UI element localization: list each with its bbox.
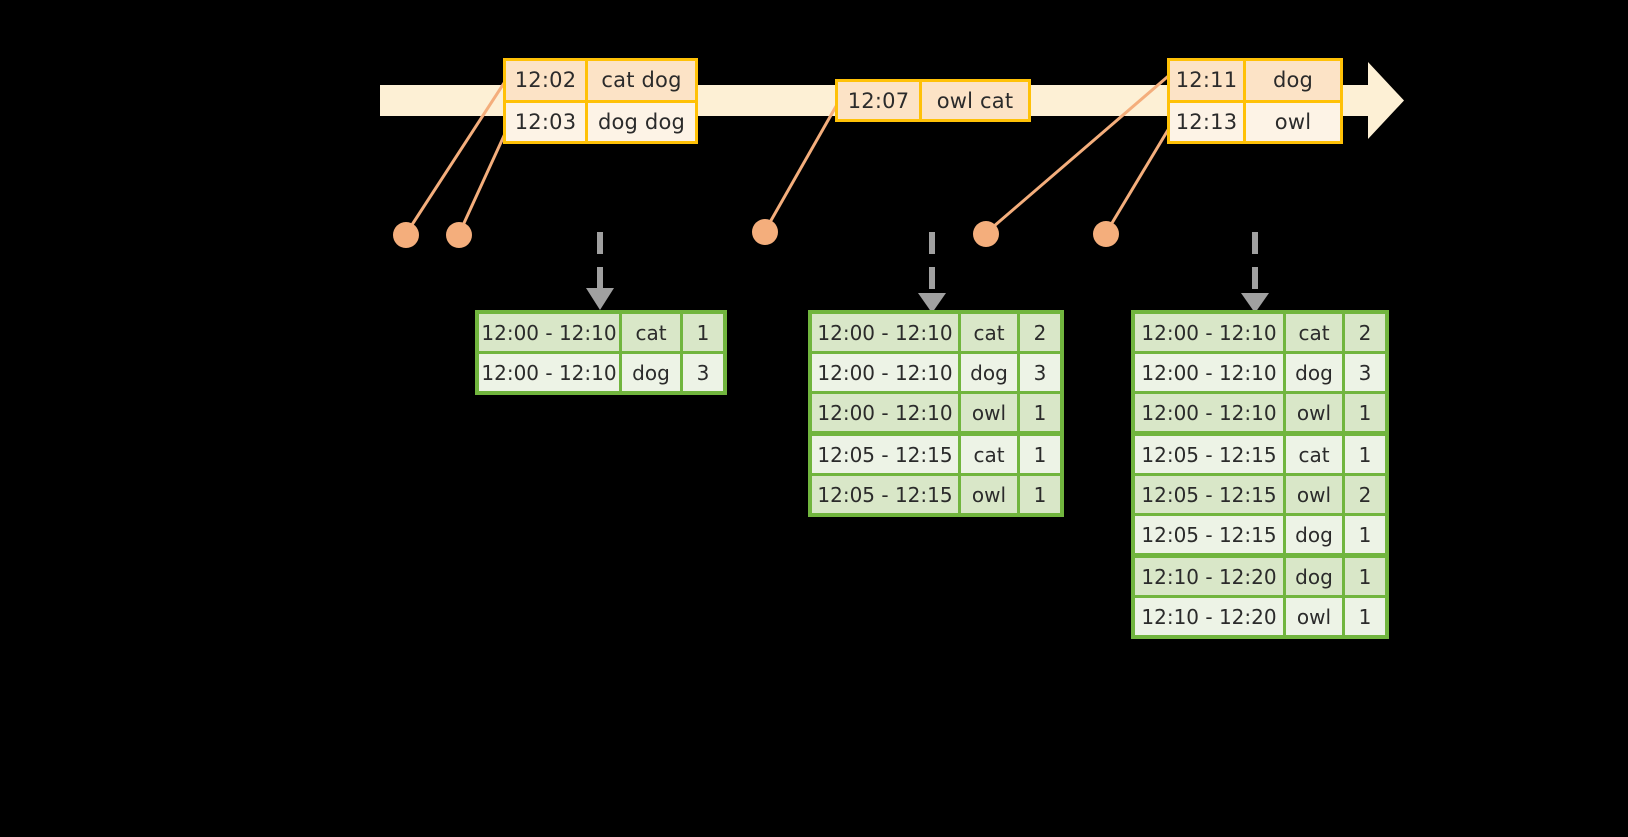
cell-key: cat — [1286, 436, 1342, 473]
cell-key: dog — [1286, 354, 1342, 391]
result-table-1[interactable]: 12:00 - 12:10 cat 1 12:00 - 12:10 dog 3 — [475, 310, 727, 395]
result-table-2[interactable]: 12:00 - 12:10 cat 2 12:00 - 12:10 dog 3 … — [808, 310, 1064, 517]
cell-window: 12:10 - 12:20 — [1135, 558, 1283, 595]
cell-key: dog — [1286, 516, 1342, 553]
cell-window: 12:00 - 12:10 — [479, 314, 619, 351]
table-row[interactable]: 12:00 - 12:10 cat 2 — [1135, 314, 1385, 351]
cell-key: dog — [1286, 558, 1342, 595]
table-row[interactable]: 12:00 - 12:10 cat 2 — [812, 314, 1060, 351]
cell-window: 12:00 - 12:10 — [812, 394, 958, 431]
event-time: 12:07 — [838, 82, 922, 119]
cell-key: owl — [961, 394, 1017, 431]
cell-count: 1 — [1020, 476, 1060, 513]
cell-count: 3 — [1345, 354, 1385, 391]
cell-count: 1 — [1020, 394, 1060, 431]
events-group-3[interactable]: 12:11 dog 12:13 owl — [1167, 58, 1343, 144]
event-value: owl — [1274, 109, 1312, 134]
cell-count: 2 — [1345, 314, 1385, 351]
table-row[interactable]: 12:05 - 12:15 cat 1 — [1135, 436, 1385, 473]
cell-key: owl — [1286, 476, 1342, 513]
event-row[interactable]: 12:07 owl cat — [838, 82, 1028, 119]
cell-count: 3 — [683, 354, 723, 391]
cell-count: 1 — [1345, 436, 1385, 473]
cell-window: 12:05 - 12:15 — [1135, 516, 1283, 553]
event-row[interactable]: 12:11 dog — [1170, 61, 1340, 100]
cell-window: 12:00 - 12:10 — [479, 354, 619, 391]
event-value: dog — [1272, 68, 1314, 93]
events-group-1[interactable]: 12:02 cat dog 12:03 dog dog — [503, 58, 698, 144]
cell-window: 12:00 - 12:10 — [1135, 394, 1283, 431]
table-row[interactable]: 12:00 - 12:10 dog 3 — [812, 354, 1060, 391]
cell-count: 1 — [1020, 436, 1060, 473]
cell-count: 2 — [1020, 314, 1060, 351]
cell-window: 12:00 - 12:10 — [812, 354, 958, 391]
event-value: dog dog — [597, 109, 686, 134]
cell-count: 1 — [1345, 516, 1385, 553]
table-row[interactable]: 12:05 - 12:15 owl 1 — [812, 476, 1060, 513]
event-value: owl cat — [936, 88, 1014, 113]
cell-key: owl — [1286, 394, 1342, 431]
cell-count: 2 — [1345, 476, 1385, 513]
events-group-2[interactable]: 12:07 owl cat — [835, 79, 1031, 122]
cell-count: 1 — [683, 314, 723, 351]
cell-window: 12:05 - 12:15 — [1135, 436, 1283, 473]
cell-window: 12:00 - 12:10 — [1135, 314, 1283, 351]
table-row[interactable]: 12:00 - 12:10 owl 1 — [1135, 394, 1385, 431]
cell-key: cat — [961, 436, 1017, 473]
cell-key: cat — [961, 314, 1017, 351]
cell-key: cat — [622, 314, 680, 351]
cell-window: 12:00 - 12:10 — [812, 314, 958, 351]
cell-count: 1 — [1345, 558, 1385, 595]
connector-dots — [393, 219, 1119, 248]
event-time: 12:13 — [1170, 102, 1246, 141]
cell-count: 1 — [1345, 598, 1385, 635]
cell-key: dog — [961, 354, 1017, 391]
cell-count: 3 — [1020, 354, 1060, 391]
event-time: 12:02 — [506, 61, 588, 100]
table-row[interactable]: 12:00 - 12:10 dog 3 — [1135, 354, 1385, 391]
cell-window: 12:00 - 12:10 — [1135, 354, 1283, 391]
event-row[interactable]: 12:13 owl — [1170, 99, 1340, 141]
cell-key: dog — [622, 354, 680, 391]
cell-window: 12:10 - 12:20 — [1135, 598, 1283, 635]
table-row[interactable]: 12:00 - 12:10 owl 1 — [812, 394, 1060, 431]
event-row[interactable]: 12:02 cat dog — [506, 61, 695, 100]
cell-key: owl — [961, 476, 1017, 513]
cell-window: 12:05 - 12:15 — [812, 436, 958, 473]
table-row[interactable]: 12:00 - 12:10 dog 3 — [479, 354, 723, 391]
dashed-arrows — [597, 232, 1258, 293]
cell-key: cat — [1286, 314, 1342, 351]
table-row[interactable]: 12:05 - 12:15 owl 2 — [1135, 476, 1385, 513]
table-row[interactable]: 12:00 - 12:10 cat 1 — [479, 314, 723, 351]
cell-window: 12:05 - 12:15 — [812, 476, 958, 513]
event-value: cat dog — [601, 68, 682, 93]
cell-count: 1 — [1345, 394, 1385, 431]
table-row[interactable]: 12:05 - 12:15 cat 1 — [812, 436, 1060, 473]
table-row[interactable]: 12:10 - 12:20 owl 1 — [1135, 598, 1385, 635]
table-row[interactable]: 12:10 - 12:20 dog 1 — [1135, 558, 1385, 595]
result-table-3[interactable]: 12:00 - 12:10 cat 2 12:00 - 12:10 dog 3 … — [1131, 310, 1389, 639]
event-time: 12:03 — [506, 102, 588, 141]
cell-window: 12:05 - 12:15 — [1135, 476, 1283, 513]
event-time: 12:11 — [1170, 61, 1246, 100]
cell-key: owl — [1286, 598, 1342, 635]
event-row[interactable]: 12:03 dog dog — [506, 99, 695, 141]
table-row[interactable]: 12:05 - 12:15 dog 1 — [1135, 516, 1385, 553]
